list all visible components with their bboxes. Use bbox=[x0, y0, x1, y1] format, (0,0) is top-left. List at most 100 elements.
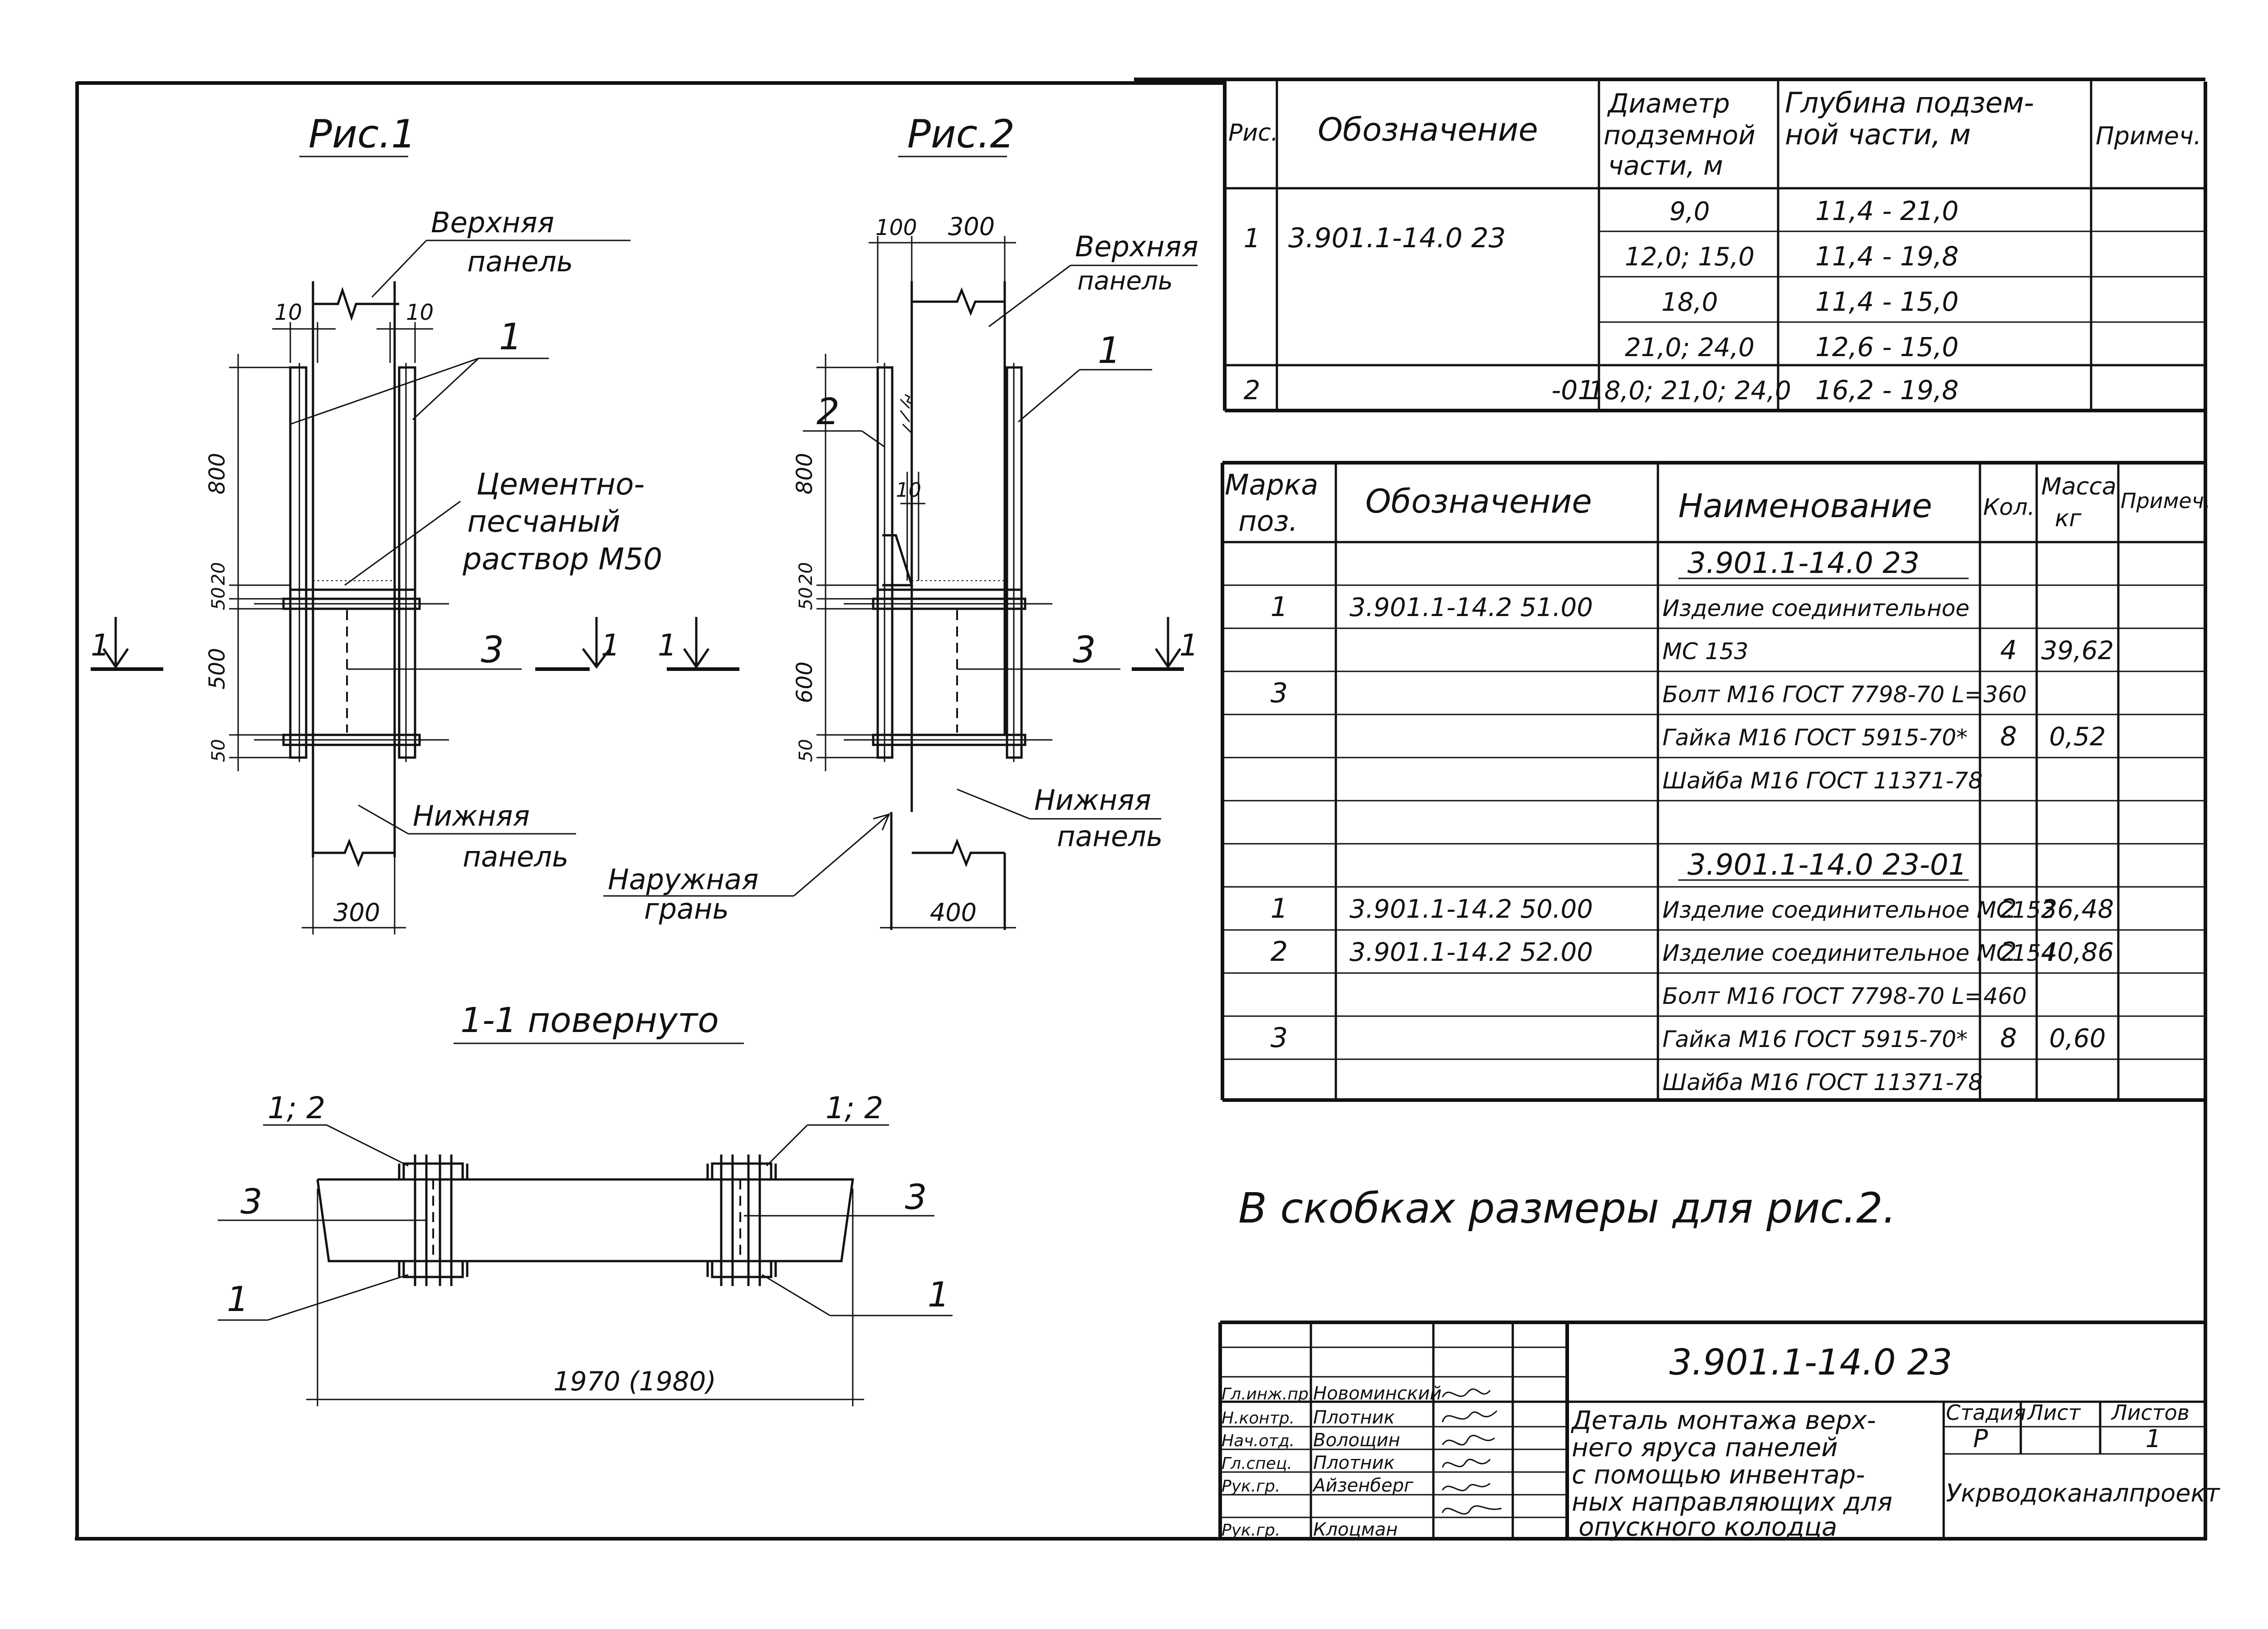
table2-mass: 0,60 bbox=[2049, 1024, 2106, 1053]
table2-qty: 4 bbox=[2000, 635, 2017, 665]
table1-header-depth-2: ной части, м bbox=[1785, 118, 1971, 151]
table1-diameter: 12,0; 15,0 bbox=[1625, 242, 1755, 272]
fig1-lower-panel-label: Нижняя bbox=[413, 799, 530, 832]
signer-role: Гл.спец. bbox=[1222, 1454, 1292, 1473]
note-text: В скобках размеры для рис.2. bbox=[1238, 1184, 1896, 1233]
fig2-callout-3: 3 bbox=[1073, 629, 1096, 671]
section-label-1-left: 1 bbox=[227, 1279, 249, 1319]
signer-role: Рук.гр. bbox=[1222, 1521, 1280, 1540]
signer-name: Айзенберг bbox=[1312, 1475, 1414, 1496]
table2-header-mass: Масса bbox=[2041, 473, 2116, 500]
stamp-org: Укрводоканалпроект bbox=[1946, 1479, 2220, 1507]
signature-6 bbox=[1442, 1505, 1502, 1515]
fig2-dim-600: 600 bbox=[792, 661, 817, 703]
section-label-1-right: 1 bbox=[928, 1274, 949, 1315]
fig1-lower-panel-label-2: панель bbox=[463, 840, 568, 873]
section-label-3-right: 3 bbox=[905, 1177, 927, 1217]
stamp-code: 3.901.1-14.0 23 bbox=[1669, 1342, 1952, 1383]
fig1-dim-500: 500 bbox=[205, 648, 230, 690]
fig1-section-mark-left: 1 bbox=[91, 628, 110, 663]
stamp-title-line-5: опускного колодца bbox=[1579, 1512, 1837, 1542]
fig2-upper-panel-label: Верхняя bbox=[1075, 230, 1198, 263]
table1-diameter: 21,0; 24,0 bbox=[1625, 333, 1755, 362]
table2-designation: 3.901.1-14.2 52.00 bbox=[1349, 938, 1593, 967]
signer-role: Рук.гр. bbox=[1222, 1477, 1280, 1496]
table2-header-qty: Кол. bbox=[1983, 494, 2035, 520]
sheet-frame bbox=[75, 78, 2207, 1541]
table1-depth: 16,2 - 19,8 bbox=[1815, 375, 1959, 406]
stamp-title-line-1: Деталь монтажа верх- bbox=[1570, 1406, 1876, 1435]
section-label-3-left: 3 bbox=[240, 1181, 262, 1222]
fig1-mortar-label-2: песчаный bbox=[467, 504, 621, 539]
signer-role: Гл.инж.пр. bbox=[1222, 1385, 1314, 1404]
table2-qty: 2 bbox=[2000, 936, 2017, 967]
table1-designation: -01 bbox=[1551, 375, 1594, 406]
fig2-dim-10: 10 bbox=[896, 479, 921, 502]
table1-depth: 11,4 - 19,8 bbox=[1815, 241, 1959, 272]
fig1-dim-300: 300 bbox=[333, 898, 380, 927]
section-1-1: 1-1 повернуто 1; 2 1; 2 bbox=[218, 1000, 953, 1406]
fig2-dim-50-bottom: 50 bbox=[796, 739, 816, 762]
table1-fig: 2 bbox=[1244, 375, 1261, 406]
table2-name: Изделие соединительное bbox=[1662, 595, 1970, 621]
section-length-dim: 1970 (1980) bbox=[553, 1366, 716, 1397]
table1-depth: 11,4 - 15,0 bbox=[1815, 286, 1959, 317]
signer-name: Плотник bbox=[1313, 1453, 1395, 1473]
stamp-signers: Гл.инж.пр.НовоминскийН.контр.ПлотникНач.… bbox=[1222, 1383, 1442, 1540]
fig1-dim-800: 800 bbox=[205, 453, 230, 494]
table1-diameter: 18,0; 21,0; 24,0 bbox=[1588, 376, 1791, 406]
signature-5 bbox=[1442, 1482, 1491, 1492]
fig1-callout-3: 3 bbox=[481, 629, 504, 671]
table2-header-note: Примеч. bbox=[2121, 489, 2211, 513]
table2-name: Гайка М16 ГОСТ 5915-70* bbox=[1662, 724, 1968, 751]
section-label-1-2-right: 1; 2 bbox=[826, 1091, 883, 1125]
table2-qty: 8 bbox=[2000, 721, 2017, 752]
stamp-sheets: 1 bbox=[2146, 1424, 2161, 1453]
table1-header-diameter-3: части, м bbox=[1608, 150, 1723, 181]
title-block: 3.901.1-14.0 23 Стадия Лист Листов Р 1 У… bbox=[1218, 1321, 2220, 1542]
fig2-dim-50-top: 50 bbox=[796, 587, 816, 610]
table2-name: Изделие соединительное МС154 bbox=[1662, 940, 2055, 966]
table2-header-designation: Обозначение bbox=[1365, 482, 1592, 520]
table2-header-mass-2: кг bbox=[2055, 505, 2082, 532]
signer-name: Клоцман bbox=[1313, 1519, 1398, 1540]
fig1-dim-20: 20 bbox=[208, 562, 229, 585]
table-depth: Рис. Обозначение Диаметр подземной части… bbox=[1223, 79, 2205, 412]
table1-diameter: 9,0 bbox=[1669, 197, 1710, 226]
table1-header-depth: Глубина подзем- bbox=[1785, 86, 2034, 119]
table-spec: Марка поз. Обозначение Наименование Кол.… bbox=[1221, 461, 2211, 1102]
fig2-upper-panel-label-2: панель bbox=[1077, 266, 1173, 296]
fig1-dim-50-top: 50 bbox=[208, 587, 229, 610]
table1-designation: 3.901.1-14.0 23 bbox=[1288, 222, 1506, 254]
fig2-dim-100: 100 bbox=[875, 215, 917, 240]
stamp-title-line-2: него яруса панелей bbox=[1572, 1433, 1838, 1463]
fig1-dim-50-bottom: 50 bbox=[208, 739, 229, 762]
signature-3 bbox=[1442, 1434, 1495, 1446]
table2-mark: 1 bbox=[1271, 591, 1288, 623]
fig1-dim-10-left: 10 bbox=[274, 300, 302, 325]
table2-qty: 8 bbox=[2000, 1022, 2017, 1053]
table2-name: Гайка М16 ГОСТ 5915-70* bbox=[1662, 1026, 1968, 1052]
table1-header-diameter: Диаметр bbox=[1607, 88, 1730, 119]
table2-qty: 2 bbox=[2000, 893, 2017, 924]
stamp-sheets-label: Листов bbox=[2111, 1400, 2190, 1425]
fig2-lower-panel-label-2: панель bbox=[1057, 820, 1163, 853]
table1-diameter: 18,0 bbox=[1662, 288, 1718, 317]
figure-1: Рис.1 Верхняя панель 10 10 1 Цементно- п… bbox=[91, 112, 662, 934]
signer-role: Нач.отд. bbox=[1222, 1432, 1295, 1450]
fig1-callout-1: 1 bbox=[499, 316, 522, 358]
table2-mark: 1 bbox=[1271, 893, 1288, 925]
figure-2: Рис.2 100 300 Верхняя панель 10 bbox=[603, 112, 1198, 930]
table1-header-diameter-2: подземной bbox=[1603, 120, 1755, 151]
table2-name: 3.901.1-14.0 23 bbox=[1687, 547, 1920, 580]
fig2-dim-400: 400 bbox=[930, 898, 977, 927]
table2-designation: 3.901.1-14.2 51.00 bbox=[1349, 593, 1593, 622]
table1-header-note: Примеч. bbox=[2096, 122, 2201, 150]
table2-mark: 3 bbox=[1271, 677, 1288, 709]
fig2-callout-1: 1 bbox=[1098, 329, 1121, 372]
stamp-title-line-4: ных направляющих для bbox=[1572, 1487, 1892, 1517]
table1-depth: 11,4 - 21,0 bbox=[1815, 196, 1959, 226]
fig1-section-mark-right: 1 bbox=[601, 628, 620, 663]
